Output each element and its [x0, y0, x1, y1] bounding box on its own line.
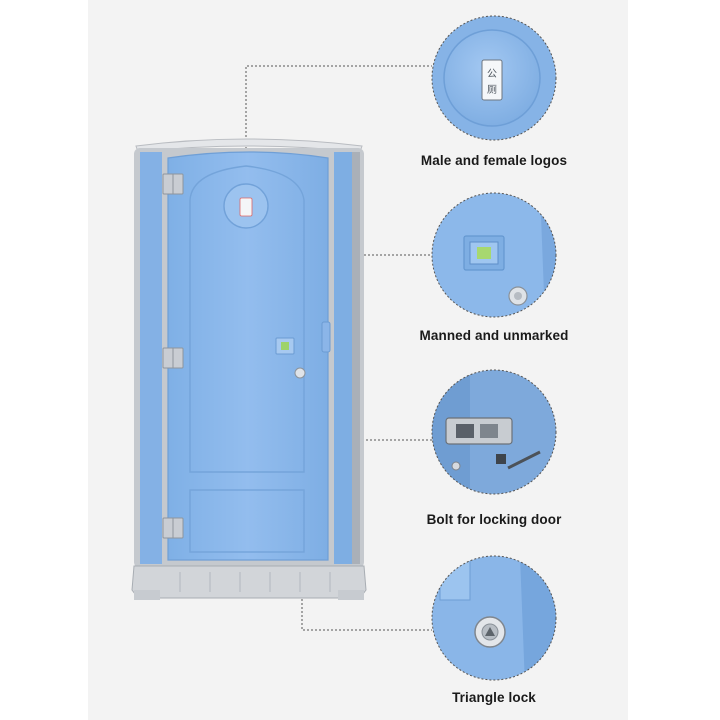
- door-bolt-icon: [445, 417, 513, 445]
- toilet-door: [167, 151, 329, 561]
- door-upper-panel: [189, 165, 305, 473]
- caption-manned-unmarked: Manned and unmarked: [419, 328, 569, 343]
- toilet-base: [131, 565, 367, 599]
- left-side-panel: [140, 152, 162, 564]
- caption-triangle-lock: Triangle lock: [452, 690, 536, 705]
- door-sign-plate: [239, 197, 253, 217]
- occupancy-indicator-icon: [477, 247, 491, 259]
- restroom-sign-char-1: 公: [487, 69, 497, 80]
- base-foot-right: [338, 590, 364, 600]
- detail-circle-indicator: [431, 192, 557, 318]
- detail-circle-logos: 公 厕: [431, 15, 557, 141]
- restroom-sign-icon: [481, 59, 503, 101]
- door-hinges: [162, 173, 184, 539]
- base-foot-left: [134, 590, 160, 600]
- caption-male-female-logos: Male and female logos: [420, 153, 568, 168]
- door-lower-panel: [189, 489, 305, 553]
- detail-circle-bolt: [431, 369, 557, 495]
- restroom-sign-char-2: 厕: [487, 84, 497, 96]
- door-side-handle: [321, 321, 331, 353]
- door-lock-knob: [294, 367, 306, 379]
- portable-toilet: [131, 138, 367, 600]
- detail-circle-lock: [431, 555, 557, 681]
- caption-bolt-locking-door: Bolt for locking door: [426, 512, 562, 527]
